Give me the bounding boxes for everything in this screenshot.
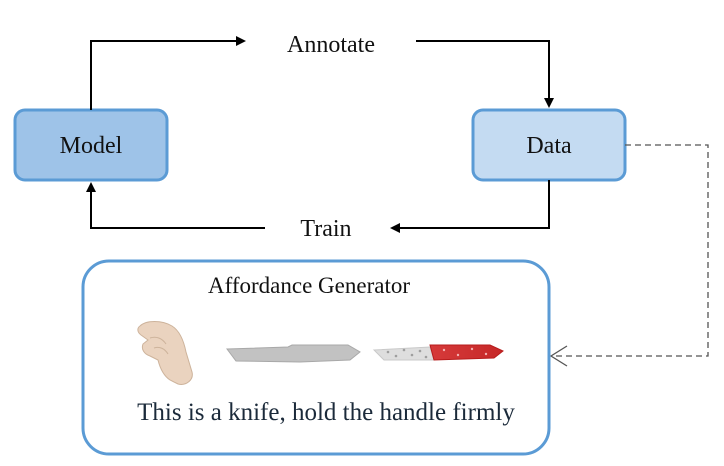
hand-icon (137, 321, 193, 385)
data-node: Data (471, 108, 627, 182)
affordance-caption: This is a knife, hold the handle firmly (137, 399, 515, 426)
train-label: Train (300, 216, 351, 242)
model-node: Model (13, 108, 169, 182)
knife-icon (226, 344, 361, 363)
train-arrow-left-segment (86, 182, 265, 229)
affordance-generator-panel: Affordance Generator This is a knif (81, 259, 551, 456)
dashed-arrowhead (549, 345, 568, 367)
affordance-generator-title: Affordance Generator (208, 273, 410, 298)
dashed-connector (552, 144, 709, 357)
annotate-edge: Annotate (90, 32, 554, 110)
train-arrow-right-segment (390, 180, 550, 233)
annotate-arrow-left-segment (90, 36, 246, 110)
annotate-label: Annotate (287, 32, 375, 58)
annotate-arrow-right-segment (416, 40, 554, 108)
model-label: Model (60, 133, 123, 159)
knife-affordance-icon (372, 344, 504, 361)
data-label: Data (526, 133, 572, 159)
generator-feed-edge (549, 144, 709, 367)
train-edge: Train (86, 180, 550, 242)
